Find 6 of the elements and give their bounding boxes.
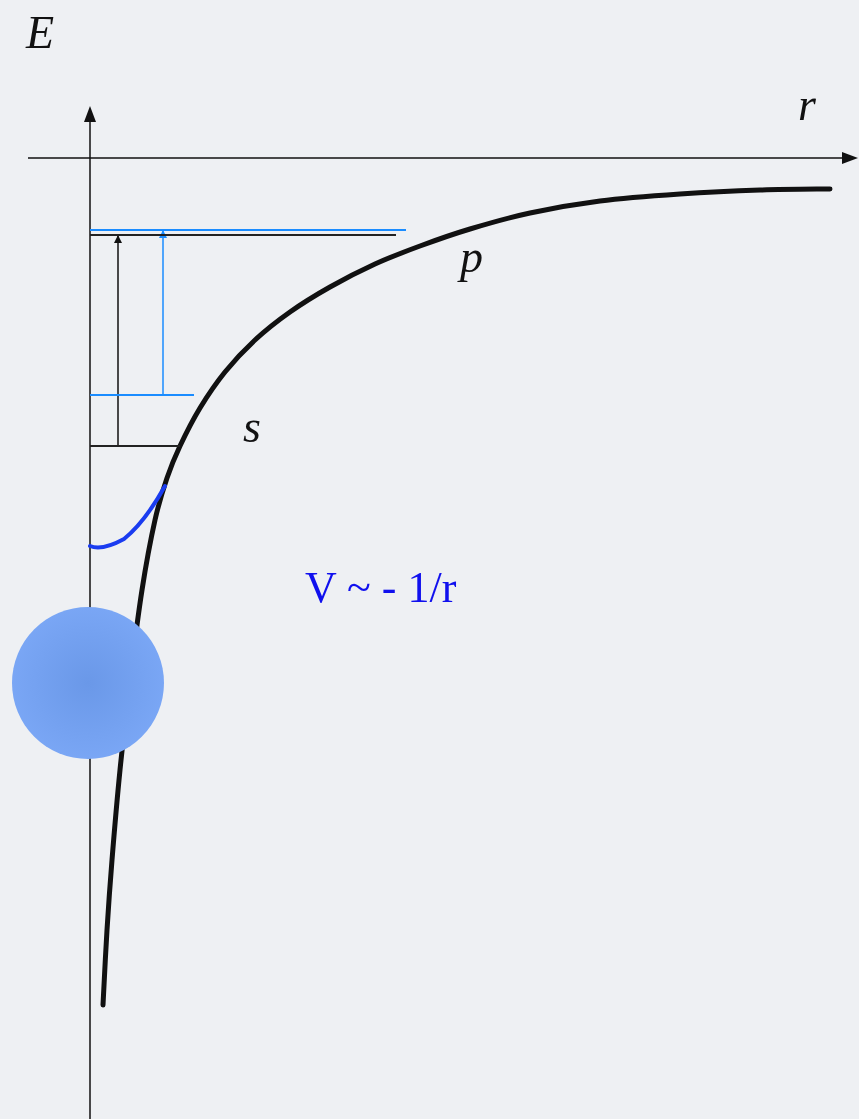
axis-label: V ~ - 1/r <box>305 566 457 610</box>
axis-label: s <box>243 404 261 450</box>
transition-arrow <box>159 230 167 395</box>
axis-label: E <box>26 10 55 56</box>
axis-label: r <box>798 82 816 128</box>
transition-arrow <box>114 235 122 446</box>
